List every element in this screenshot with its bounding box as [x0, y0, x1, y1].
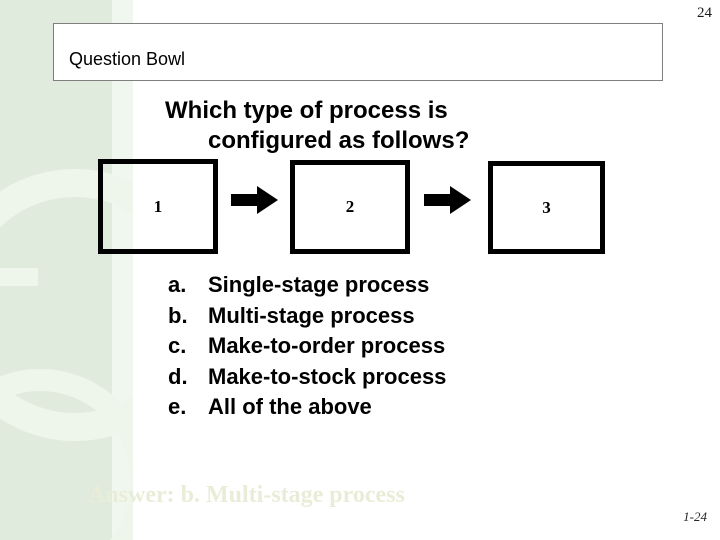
block-arrow-right-icon: [231, 186, 278, 214]
process-box-3-label: 3: [542, 197, 551, 217]
option-letter: e.: [168, 394, 187, 420]
option-text: Single-stage process: [208, 272, 430, 297]
left-decoration-band: [0, 0, 133, 540]
block-arrow-right-icon: [424, 186, 471, 214]
option-letter: a.: [168, 272, 187, 297]
question-line-1: Which type of process is: [165, 97, 448, 124]
option-letter: c.: [168, 333, 187, 359]
answer-reveal-text: Answer: b. Multi-stage process: [88, 482, 405, 508]
list-item: b. Multi-stage process: [0, 301, 720, 332]
option-letter: b.: [168, 302, 188, 328]
slide-number-bottom: 1-24: [683, 509, 707, 524]
title-box: Question Bowl: [53, 23, 663, 81]
list-item: d. Make-to-stock process: [0, 362, 720, 393]
option-text: All of the above: [208, 394, 372, 420]
bar-decoration: [0, 268, 38, 286]
option-letter: d.: [168, 363, 188, 389]
list-item: a. Single-stage process: [0, 270, 720, 301]
process-box-1: 1: [98, 159, 218, 254]
process-box-2: 2: [290, 160, 410, 254]
process-box-1-label: 1: [153, 196, 163, 216]
answer-options-list: a. Single-stage process b. Multi-stage p…: [0, 270, 720, 423]
question-line-2: configured as follows?: [208, 127, 470, 154]
list-item: c. Make-to-order process: [0, 331, 720, 362]
question-heading: Which type of process is configured as f…: [0, 96, 720, 156]
option-text: Make-to-stock process: [208, 363, 447, 389]
option-text: Make-to-order process: [208, 333, 446, 359]
list-item: e. All of the above: [0, 392, 720, 423]
slide-title: Question Bowl: [69, 49, 186, 69]
slide-number-top: 24: [697, 5, 712, 21]
option-text: Multi-stage process: [208, 302, 415, 328]
process-box-2-label: 2: [345, 197, 355, 216]
process-box-3: 3: [488, 161, 605, 254]
